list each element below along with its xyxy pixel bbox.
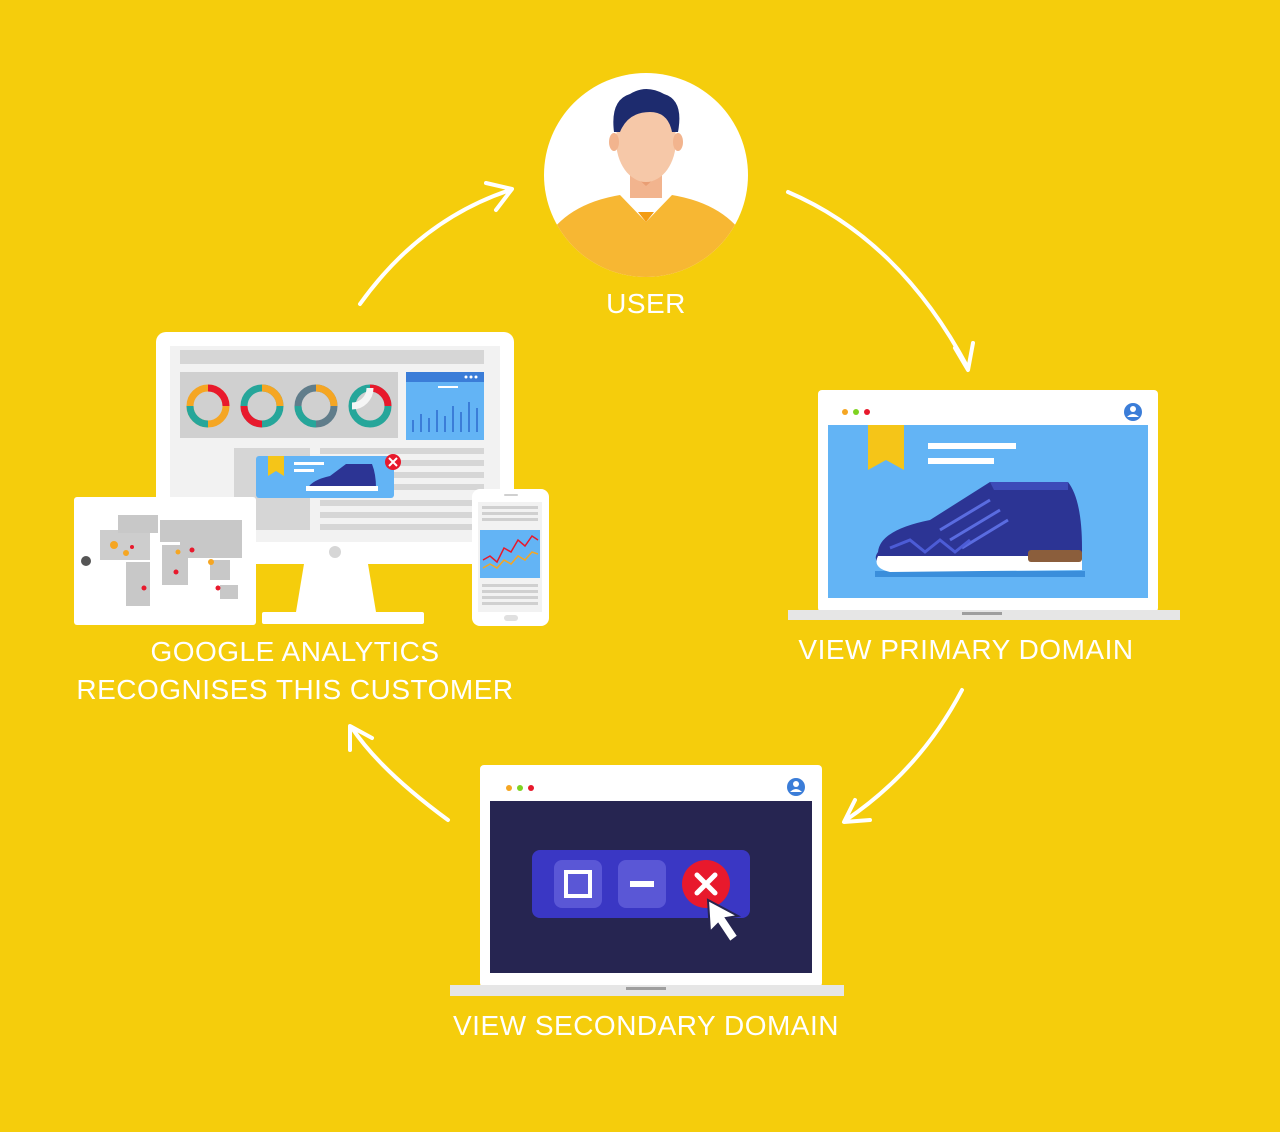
arrow-analytics-to-user <box>358 188 512 306</box>
arrow-head-4 <box>348 724 374 752</box>
analytics-label-line2: RECOGNISES THIS CUSTOMER <box>76 674 514 705</box>
analytics-label: GOOGLE ANALYTICS RECOGNISES THIS CUSTOME… <box>60 636 530 706</box>
minimize-icon <box>618 860 666 908</box>
close-icon <box>682 860 730 908</box>
line-chart-icon <box>480 530 540 578</box>
cycle-arrows <box>348 181 975 824</box>
donut-chart-icon <box>186 384 392 428</box>
world-map-icon <box>74 497 256 625</box>
secondary-domain-label: VIEW SECONDARY DOMAIN <box>453 1010 839 1041</box>
shoe-icon <box>875 482 1085 577</box>
profile-icon <box>1124 403 1142 421</box>
primary-domain-laptop <box>788 390 1180 620</box>
bookmark-icon <box>868 425 904 470</box>
analytics-devices <box>74 332 549 626</box>
product-popup <box>256 454 401 498</box>
arrow-primary-to-secondary <box>844 688 964 822</box>
analytics-label-line1: GOOGLE ANALYTICS <box>150 636 440 667</box>
cursor-icon <box>706 898 742 944</box>
arrow-head-3 <box>842 798 872 824</box>
arrow-head-1 <box>484 181 514 212</box>
maximize-icon <box>554 860 602 908</box>
user-node <box>544 73 748 277</box>
profile-icon <box>787 778 805 796</box>
desktop-monitor <box>156 332 514 624</box>
secondary-domain-laptop <box>450 765 844 996</box>
arrow-user-to-primary <box>786 190 970 370</box>
arrow-head-2 <box>953 341 975 372</box>
smartphone <box>472 489 549 626</box>
bar-chart-icon <box>406 372 484 440</box>
user-label: USER <box>606 288 686 319</box>
arrow-secondary-to-analytics <box>350 726 450 822</box>
primary-domain-label: VIEW PRIMARY DOMAIN <box>798 634 1134 665</box>
